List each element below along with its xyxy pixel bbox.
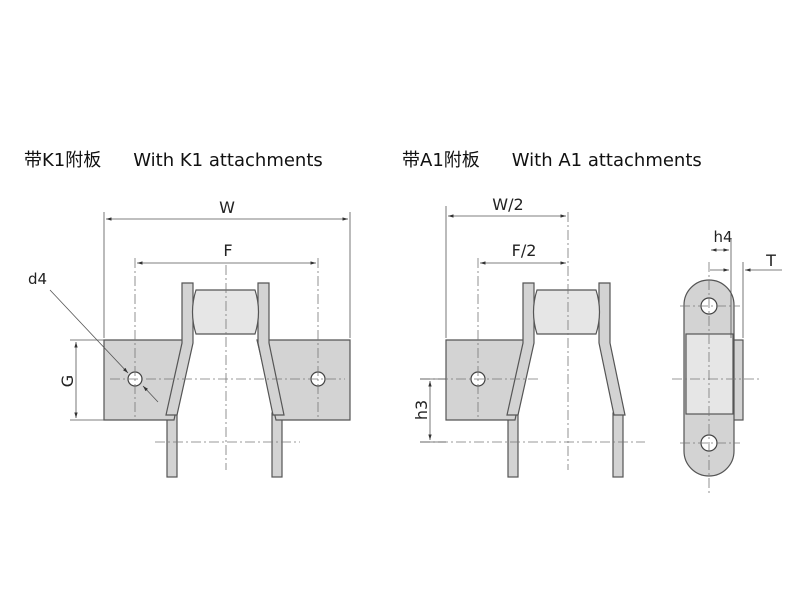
k1-d4-leader	[49, 289, 129, 374]
heading-k1: 带K1附板 With K1 attachments	[24, 146, 323, 172]
a1-label-h3: h3	[412, 400, 431, 420]
k1-d4-leader-tail	[142, 385, 159, 403]
side-label-t: T	[765, 251, 776, 270]
a1-arm-right	[598, 282, 626, 416]
side-label-h4: h4	[713, 228, 732, 246]
heading-k1-en: With K1 attachments	[133, 150, 323, 171]
a1-arm-left	[506, 282, 535, 416]
k1-label-g: G	[58, 375, 77, 387]
side-roller	[685, 333, 734, 415]
side-view: h4 T	[672, 228, 782, 494]
k1-arm-left	[165, 282, 194, 416]
heading-a1-en: With A1 attachments	[511, 150, 702, 171]
heading-a1-cn: 带A1附板	[402, 150, 480, 171]
k1-link-left-lower	[166, 412, 178, 478]
k1-link-right-lower	[271, 412, 283, 478]
a1-label-f-half: F/2	[512, 241, 537, 260]
k1-view: W F G d4	[28, 198, 351, 478]
heading-a1: 带A1附板 With A1 attachments	[402, 146, 702, 172]
k1-roller	[191, 289, 260, 335]
a1-link-left-lower	[507, 412, 519, 478]
k1-label-w: W	[219, 198, 235, 217]
a1-link-right-lower	[612, 412, 624, 478]
a1-view: W/2 F/2 h3	[412, 195, 645, 478]
a1-label-w-half: W/2	[492, 195, 523, 214]
a1-roller	[532, 289, 601, 335]
k1-label-f: F	[223, 241, 232, 260]
k1-arm-right	[257, 282, 285, 416]
heading-k1-cn: 带K1附板	[24, 150, 102, 171]
k1-label-d4: d4	[28, 270, 47, 288]
